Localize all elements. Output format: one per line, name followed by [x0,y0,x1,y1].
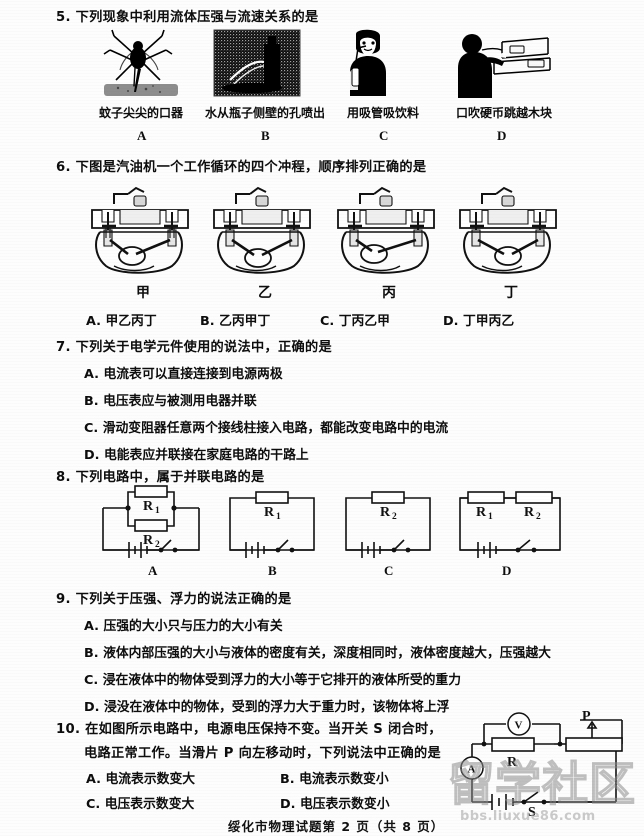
svg-text:1: 1 [488,512,493,522]
question-10-stem-line2: 电路正常工作。当滑片 P 向左移动时，下列说法中正确的是 [84,746,441,761]
question-8-stem: 8. 下列电路中，属于并联电路的是 [56,470,265,485]
svg-text:R: R [380,505,391,520]
question-5-caption-b: 水从瓶子侧壁的孔喷出 [204,106,325,120]
engine-stroke-diagram-ding [452,176,568,280]
question-7-stem: 7. 下列关于电学元件使用的说法中，正确的是 [56,340,332,355]
engine-stroke-diagram-bing [330,176,446,280]
voltmeter-label: V [515,720,523,732]
question-10-option-a[interactable]: A. 电流表示数变大 [86,772,196,787]
question-10-option-d[interactable]: D. 电压表示数变小 [280,797,390,812]
svg-text:R: R [143,499,154,514]
ammeter-label: A [468,764,476,776]
question-5-letter-a: A [137,128,147,143]
question-10-stem-line1: 10. 在如图所示电路中，电源电压保持不变。当开关 S 闭合时， [56,722,442,737]
slider-p-label: P [582,709,591,724]
bottle-water-jet-photo [212,28,302,100]
question-5-letter-d: D [497,128,507,143]
question-5-letter-c: C [379,128,389,143]
question-6-stem: 6. 下图是汽油机一个工作循环的四个冲程，顺序排列正确的是 [56,160,427,175]
question-7-option-d[interactable]: D. 电能表应并联接在家庭电路的干路上 [84,448,309,463]
question-8-letter-a: A [148,563,158,578]
question-6-label-ding: 丁 [504,285,518,301]
engine-stroke-diagram-yi [206,176,322,280]
page-footer: 绥化市物理试题第 2 页（共 8 页） [228,819,445,834]
blow-coin-photo [448,28,552,100]
boy-straw-drink-photo [336,28,402,100]
question-10-option-b[interactable]: B. 电流表示数变小 [280,772,389,787]
svg-text:2: 2 [392,512,397,522]
question-6-option-b[interactable]: B. 乙丙甲丁 [200,314,271,329]
question-5-letter-b: B [261,128,270,143]
question-6-option-a[interactable]: A. 甲乙丙丁 [86,314,157,329]
question-9-option-c[interactable]: C. 浸在液体中的物体受到浮力的大小等于它排开的液体所受的重力 [84,673,462,688]
svg-text:2: 2 [155,540,160,550]
svg-text:R: R [143,533,154,548]
question-9-option-b[interactable]: B. 液体内部压强的大小与液体的密度有关，深度相同时，液体密度越大，压强越大 [84,646,551,661]
question-9-stem: 9. 下列关于压强、浮力的说法正确的是 [56,592,292,607]
rheostat-circuit-diagram: V R P A S [460,706,638,820]
question-6-option-d[interactable]: D. 丁甲丙乙 [443,314,515,329]
question-9-option-a[interactable]: A. 压强的大小只与压力的大小有关 [84,619,283,634]
svg-text:R: R [524,505,535,520]
svg-text:1: 1 [155,506,160,516]
question-10-option-c[interactable]: C. 电压表示数变大 [86,797,195,812]
question-5-stem: 5. 下列现象中利用流体压强与流速关系的是 [56,10,319,25]
engine-stroke-diagram-jia [84,176,200,280]
question-7-option-c[interactable]: C. 滑动变阻器任意两个接线柱接入电路，都能改变电路中的电流 [84,421,449,436]
svg-text:2: 2 [536,512,541,522]
question-6-label-jia: 甲 [136,285,150,301]
svg-text:1: 1 [276,512,281,522]
question-8-letter-c: C [384,563,394,578]
question-6-label-yi: 乙 [258,285,272,301]
resistor-r-label: R [507,755,518,770]
question-5-caption-c: 用吸管吸饮料 [346,106,419,120]
question-7-option-a[interactable]: A. 电流表可以直接连接到电源两极 [84,367,283,382]
question-5-caption-a: 蚊子尖尖的口器 [98,106,183,120]
question-5-caption-d: 口吹硬币跳越木块 [455,106,552,120]
question-6-option-c[interactable]: C. 丁丙乙甲 [320,314,390,329]
switch-s-label: S [528,805,536,820]
question-9-option-d[interactable]: D. 浸没在液体中的物体，受到的浮力大于重力时，该物体将上浮 [84,700,450,715]
question-8-letter-d: D [502,563,512,578]
svg-text:R: R [476,505,487,520]
question-7-option-b[interactable]: B. 电压表应与被测用电器并联 [84,394,257,409]
svg-text:R: R [264,505,275,520]
question-6-label-bing: 丙 [382,285,396,301]
mosquito-photo [98,28,184,100]
question-8-letter-b: B [268,563,277,578]
